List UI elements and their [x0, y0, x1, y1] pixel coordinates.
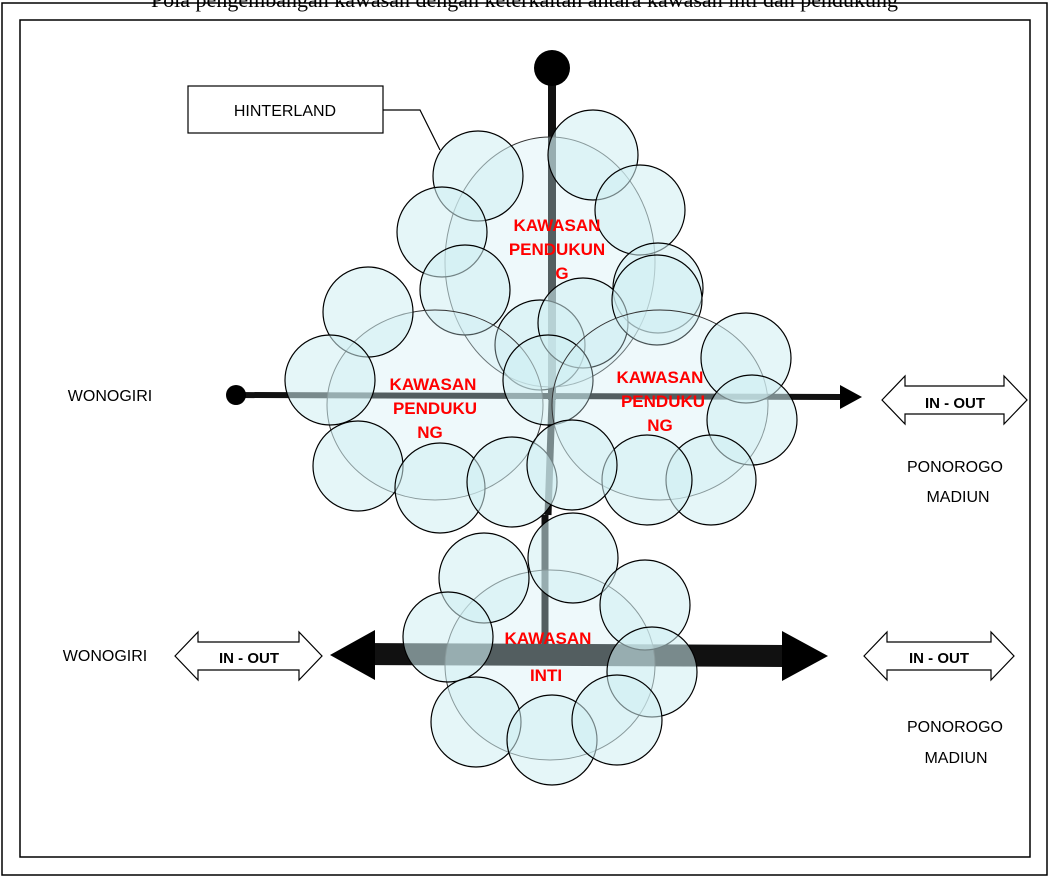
north-zone-line-1: KAWASAN — [514, 216, 601, 235]
west-zone-line-3: NG — [417, 423, 443, 442]
hinterland-box — [187, 85, 384, 134]
eastern-cluster — [526, 309, 798, 526]
ponorogo-bottom-label: PONOROGO — [907, 719, 1003, 736]
hinterland-leader — [383, 109, 441, 151]
west-southern-arrowhead — [330, 630, 375, 680]
io-arrow-top-right: IN - OUT — [881, 374, 1028, 426]
north-zone-line-2: PENDUKUN — [509, 240, 605, 259]
wonogiri-bottom-label: WONOGIRI — [63, 648, 147, 665]
west-road-endpoint — [226, 385, 246, 405]
io-top-right-label: IN - OUT — [925, 395, 985, 412]
hinterland-label: HINTERLAND — [234, 103, 336, 120]
ponorogo-top-label: PONOROGO — [907, 459, 1003, 476]
madiun-top-label: MADIUN — [926, 489, 989, 506]
inner-frame — [19, 19, 1031, 858]
northern-cluster — [396, 109, 704, 391]
east-southern-arrowhead — [782, 631, 828, 681]
wonogiri-top-label: WONOGIRI — [68, 388, 152, 405]
io-bottom-right-label: IN - OUT — [909, 650, 969, 667]
core-zone-line-1: KAWASAN — [505, 629, 592, 648]
east-zone-line-1: KAWASAN — [617, 368, 704, 387]
north-road-endpoint — [534, 50, 570, 86]
west-zone-line-2: PENDUKU — [393, 399, 477, 418]
madiun-bottom-label: MADIUN — [924, 750, 987, 767]
western-cluster — [284, 266, 594, 534]
north-zone-line-3: G — [555, 264, 568, 283]
east-road-arrowhead — [840, 385, 862, 409]
east-zone-line-2: PENDUKU — [621, 392, 705, 411]
east-zone-line-3: NG — [647, 416, 673, 435]
io-arrow-bottom-right: IN - OUT — [863, 630, 1015, 682]
core-cluster — [402, 512, 698, 786]
io-bottom-left-label: IN - OUT — [219, 650, 279, 667]
west-zone-line-1: KAWASAN — [390, 375, 477, 394]
io-arrow-bottom-left: IN - OUT — [174, 630, 323, 682]
core-zone-line-2: INTI — [530, 666, 562, 685]
